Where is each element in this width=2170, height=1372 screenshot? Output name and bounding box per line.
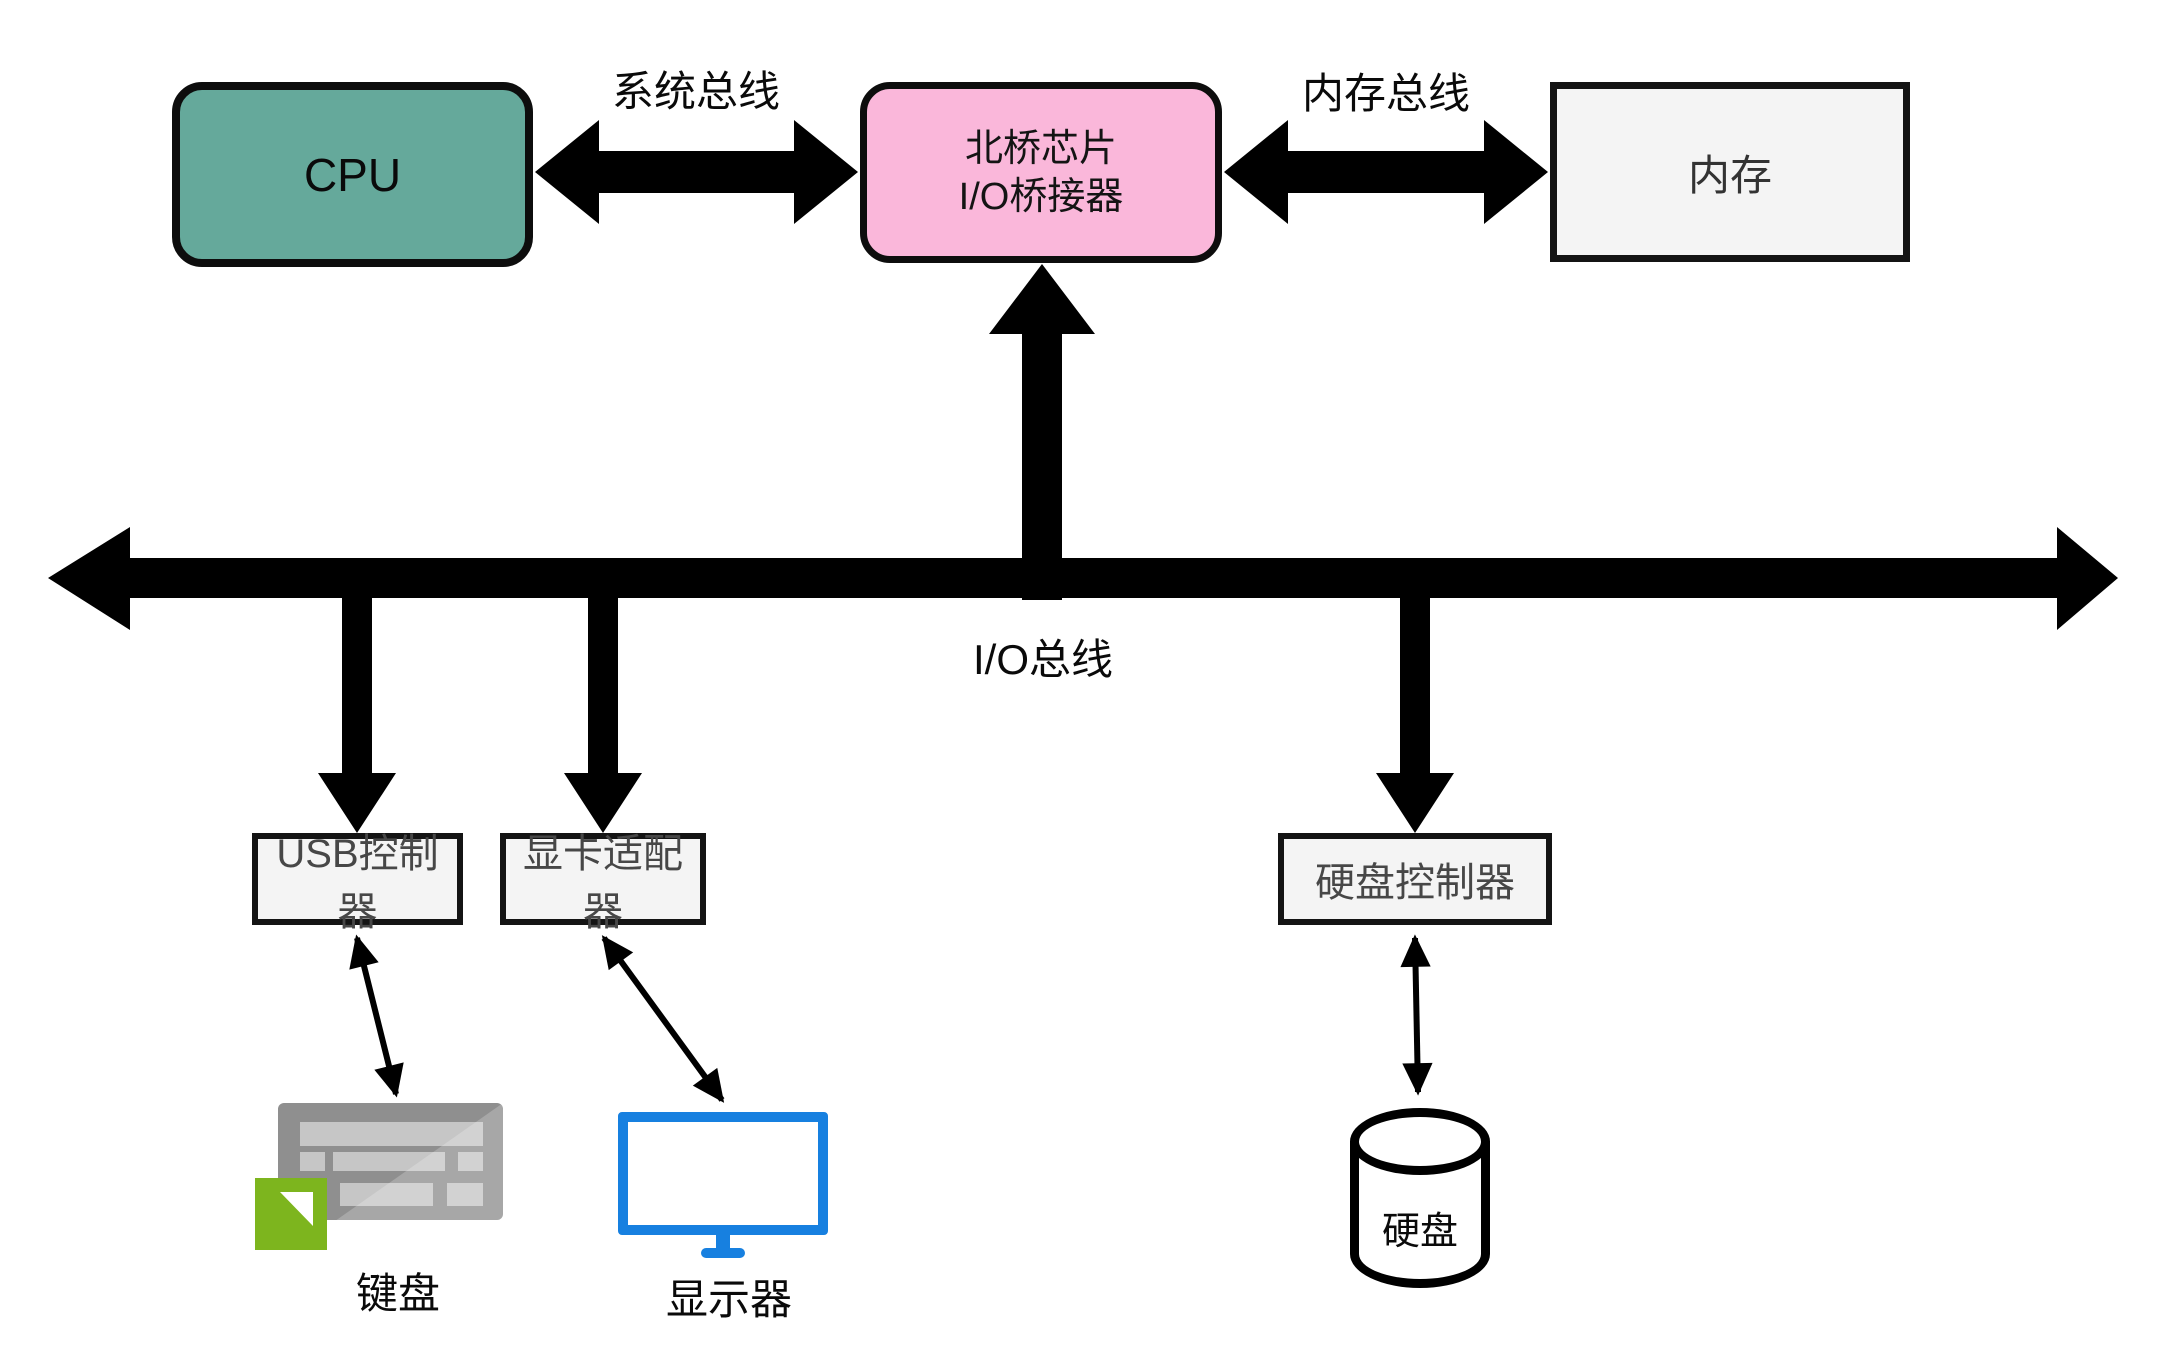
monitor-stand-stem <box>716 1233 730 1251</box>
connector-usb-keyboard <box>349 934 404 1098</box>
graphics-adapter-box: 显卡适配器 <box>500 832 706 934</box>
cylinder-top <box>1350 1108 1490 1175</box>
keyboard-key <box>333 1152 445 1171</box>
hard-disk-label: 硬盘 <box>1381 1211 1458 1253</box>
northbridge-box: 北桥芯片 I/O桥接器 <box>860 82 1222 263</box>
keyboard-key <box>340 1183 433 1206</box>
memory-bus-arrow <box>1224 120 1548 224</box>
io-bridge-vertical-arrow <box>989 264 1095 600</box>
io-bus-label: I/O总线 <box>972 636 1113 683</box>
keyboard-key-row <box>300 1122 483 1146</box>
cpu-label: CPU <box>303 148 402 201</box>
branch-arrow-usb <box>318 598 396 833</box>
connector-graphics-monitor <box>601 935 725 1103</box>
hard-disk-cylinder-icon: 硬盘 <box>1350 1108 1490 1288</box>
disk-controller-label: 硬盘控制器 <box>1315 861 1515 905</box>
system-bus-label: 系统总线 <box>611 68 780 115</box>
monitor-stand-base <box>701 1248 745 1258</box>
io-bus-bar <box>48 527 2118 630</box>
usb-controller-label: USB控制器 <box>276 832 439 934</box>
memory-label: 内存 <box>1687 151 1772 199</box>
monitor-icon <box>618 1112 828 1235</box>
connector-diskctrl-disk <box>1400 934 1433 1096</box>
system-bus-arrow <box>535 120 858 224</box>
cursor-triangle-icon <box>280 1192 313 1226</box>
usb-controller-box: USB控制器 <box>252 832 463 934</box>
northbridge-label-line1: 北桥芯片 <box>964 127 1117 170</box>
graphics-adapter-label: 显卡适配器 <box>523 832 683 934</box>
keyboard-icon <box>278 1103 503 1220</box>
monitor-label: 显示器 <box>665 1276 792 1323</box>
memory-box: 内存 <box>1550 82 1910 262</box>
keyboard-label: 键盘 <box>355 1270 440 1317</box>
branch-arrow-disk <box>1376 598 1454 833</box>
keyboard-key <box>447 1183 483 1206</box>
branch-arrow-graphics <box>564 598 642 833</box>
disk-controller-box: 硬盘控制器 <box>1278 833 1552 925</box>
cpu-box: CPU <box>172 82 533 267</box>
keyboard-key <box>300 1152 325 1171</box>
northbridge-label-line2: I/O桥接器 <box>958 175 1124 218</box>
memory-bus-label: 内存总线 <box>1301 70 1470 117</box>
keyboard-green-badge-icon <box>255 1178 327 1250</box>
keyboard-key <box>458 1152 483 1171</box>
